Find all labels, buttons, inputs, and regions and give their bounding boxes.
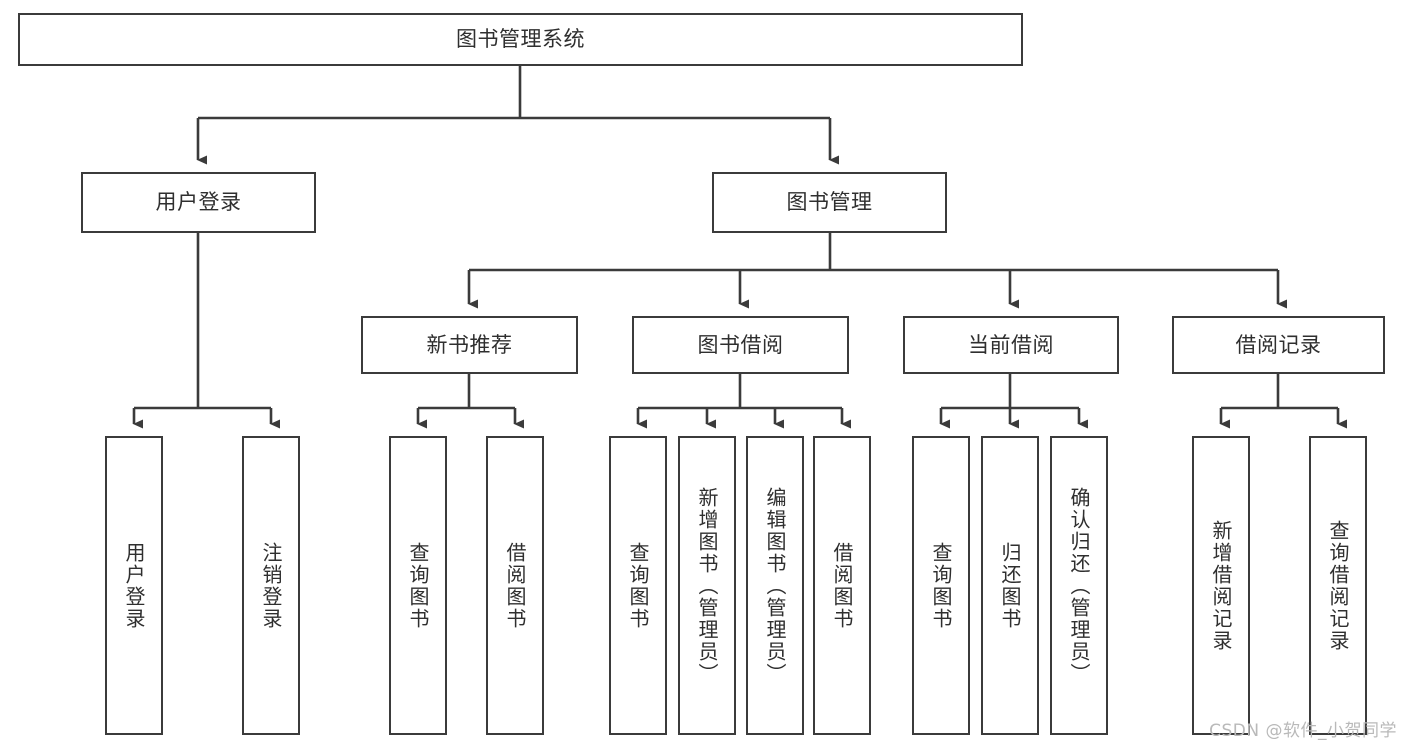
node-label: 确认归还（管理员） <box>1067 486 1091 685</box>
node-label: 借阅记录 <box>1235 332 1322 357</box>
node-label: 图书借阅 <box>697 332 784 357</box>
node-current-borrow[interactable]: 当前借阅 <box>903 316 1119 374</box>
node-label: 当前借阅 <box>968 332 1054 357</box>
node-label: 新增借阅记录 <box>1209 519 1233 652</box>
node-label: 借阅图书 <box>503 541 527 630</box>
node-label: 归还图书 <box>998 541 1022 630</box>
node-borrow-record[interactable]: 借阅记录 <box>1172 316 1385 374</box>
leaf-return-book[interactable]: 归还图书 <box>981 436 1039 735</box>
node-label: 借阅图书 <box>830 541 854 630</box>
node-book-management[interactable]: 图书管理 <box>712 172 947 233</box>
node-label: 用户登录 <box>155 190 242 215</box>
node-label: 查询图书 <box>406 541 430 630</box>
node-root-book-management-system[interactable]: 图书管理系统 <box>18 13 1023 66</box>
leaf-logout[interactable]: 注销登录 <box>242 436 300 735</box>
node-label: 查询借阅记录 <box>1326 519 1350 652</box>
node-label: 新书推荐 <box>426 332 513 357</box>
leaf-edit-book-admin[interactable]: 编辑图书（管理员） <box>746 436 804 735</box>
node-new-book-recommend[interactable]: 新书推荐 <box>361 316 578 374</box>
node-book-borrow[interactable]: 图书借阅 <box>632 316 849 374</box>
node-label: 编辑图书（管理员） <box>763 486 787 685</box>
node-label: 查询图书 <box>929 541 953 630</box>
leaf-query-book-borrow[interactable]: 查询图书 <box>609 436 667 735</box>
node-label: 图书管理系统 <box>456 27 585 52</box>
node-user-login[interactable]: 用户登录 <box>81 172 316 233</box>
leaf-add-book-admin[interactable]: 新增图书（管理员） <box>678 436 736 735</box>
node-label: 图书管理 <box>786 190 873 215</box>
node-label: 查询图书 <box>626 541 650 630</box>
leaf-query-borrow-record[interactable]: 查询借阅记录 <box>1309 436 1367 735</box>
node-label: 用户登录 <box>122 541 146 630</box>
leaf-user-login[interactable]: 用户登录 <box>105 436 163 735</box>
leaf-query-book-new-recommend[interactable]: 查询图书 <box>389 436 447 735</box>
node-label: 新增图书（管理员） <box>695 486 719 685</box>
leaf-query-book-current[interactable]: 查询图书 <box>912 436 970 735</box>
leaf-confirm-return-admin[interactable]: 确认归还（管理员） <box>1050 436 1108 735</box>
node-label: 注销登录 <box>259 541 283 630</box>
leaf-borrow-book[interactable]: 借阅图书 <box>813 436 871 735</box>
csdn-watermark: CSDN @软件_小贺同学 <box>1209 721 1397 741</box>
leaf-add-borrow-record[interactable]: 新增借阅记录 <box>1192 436 1250 735</box>
leaf-borrow-book-new-recommend[interactable]: 借阅图书 <box>486 436 544 735</box>
